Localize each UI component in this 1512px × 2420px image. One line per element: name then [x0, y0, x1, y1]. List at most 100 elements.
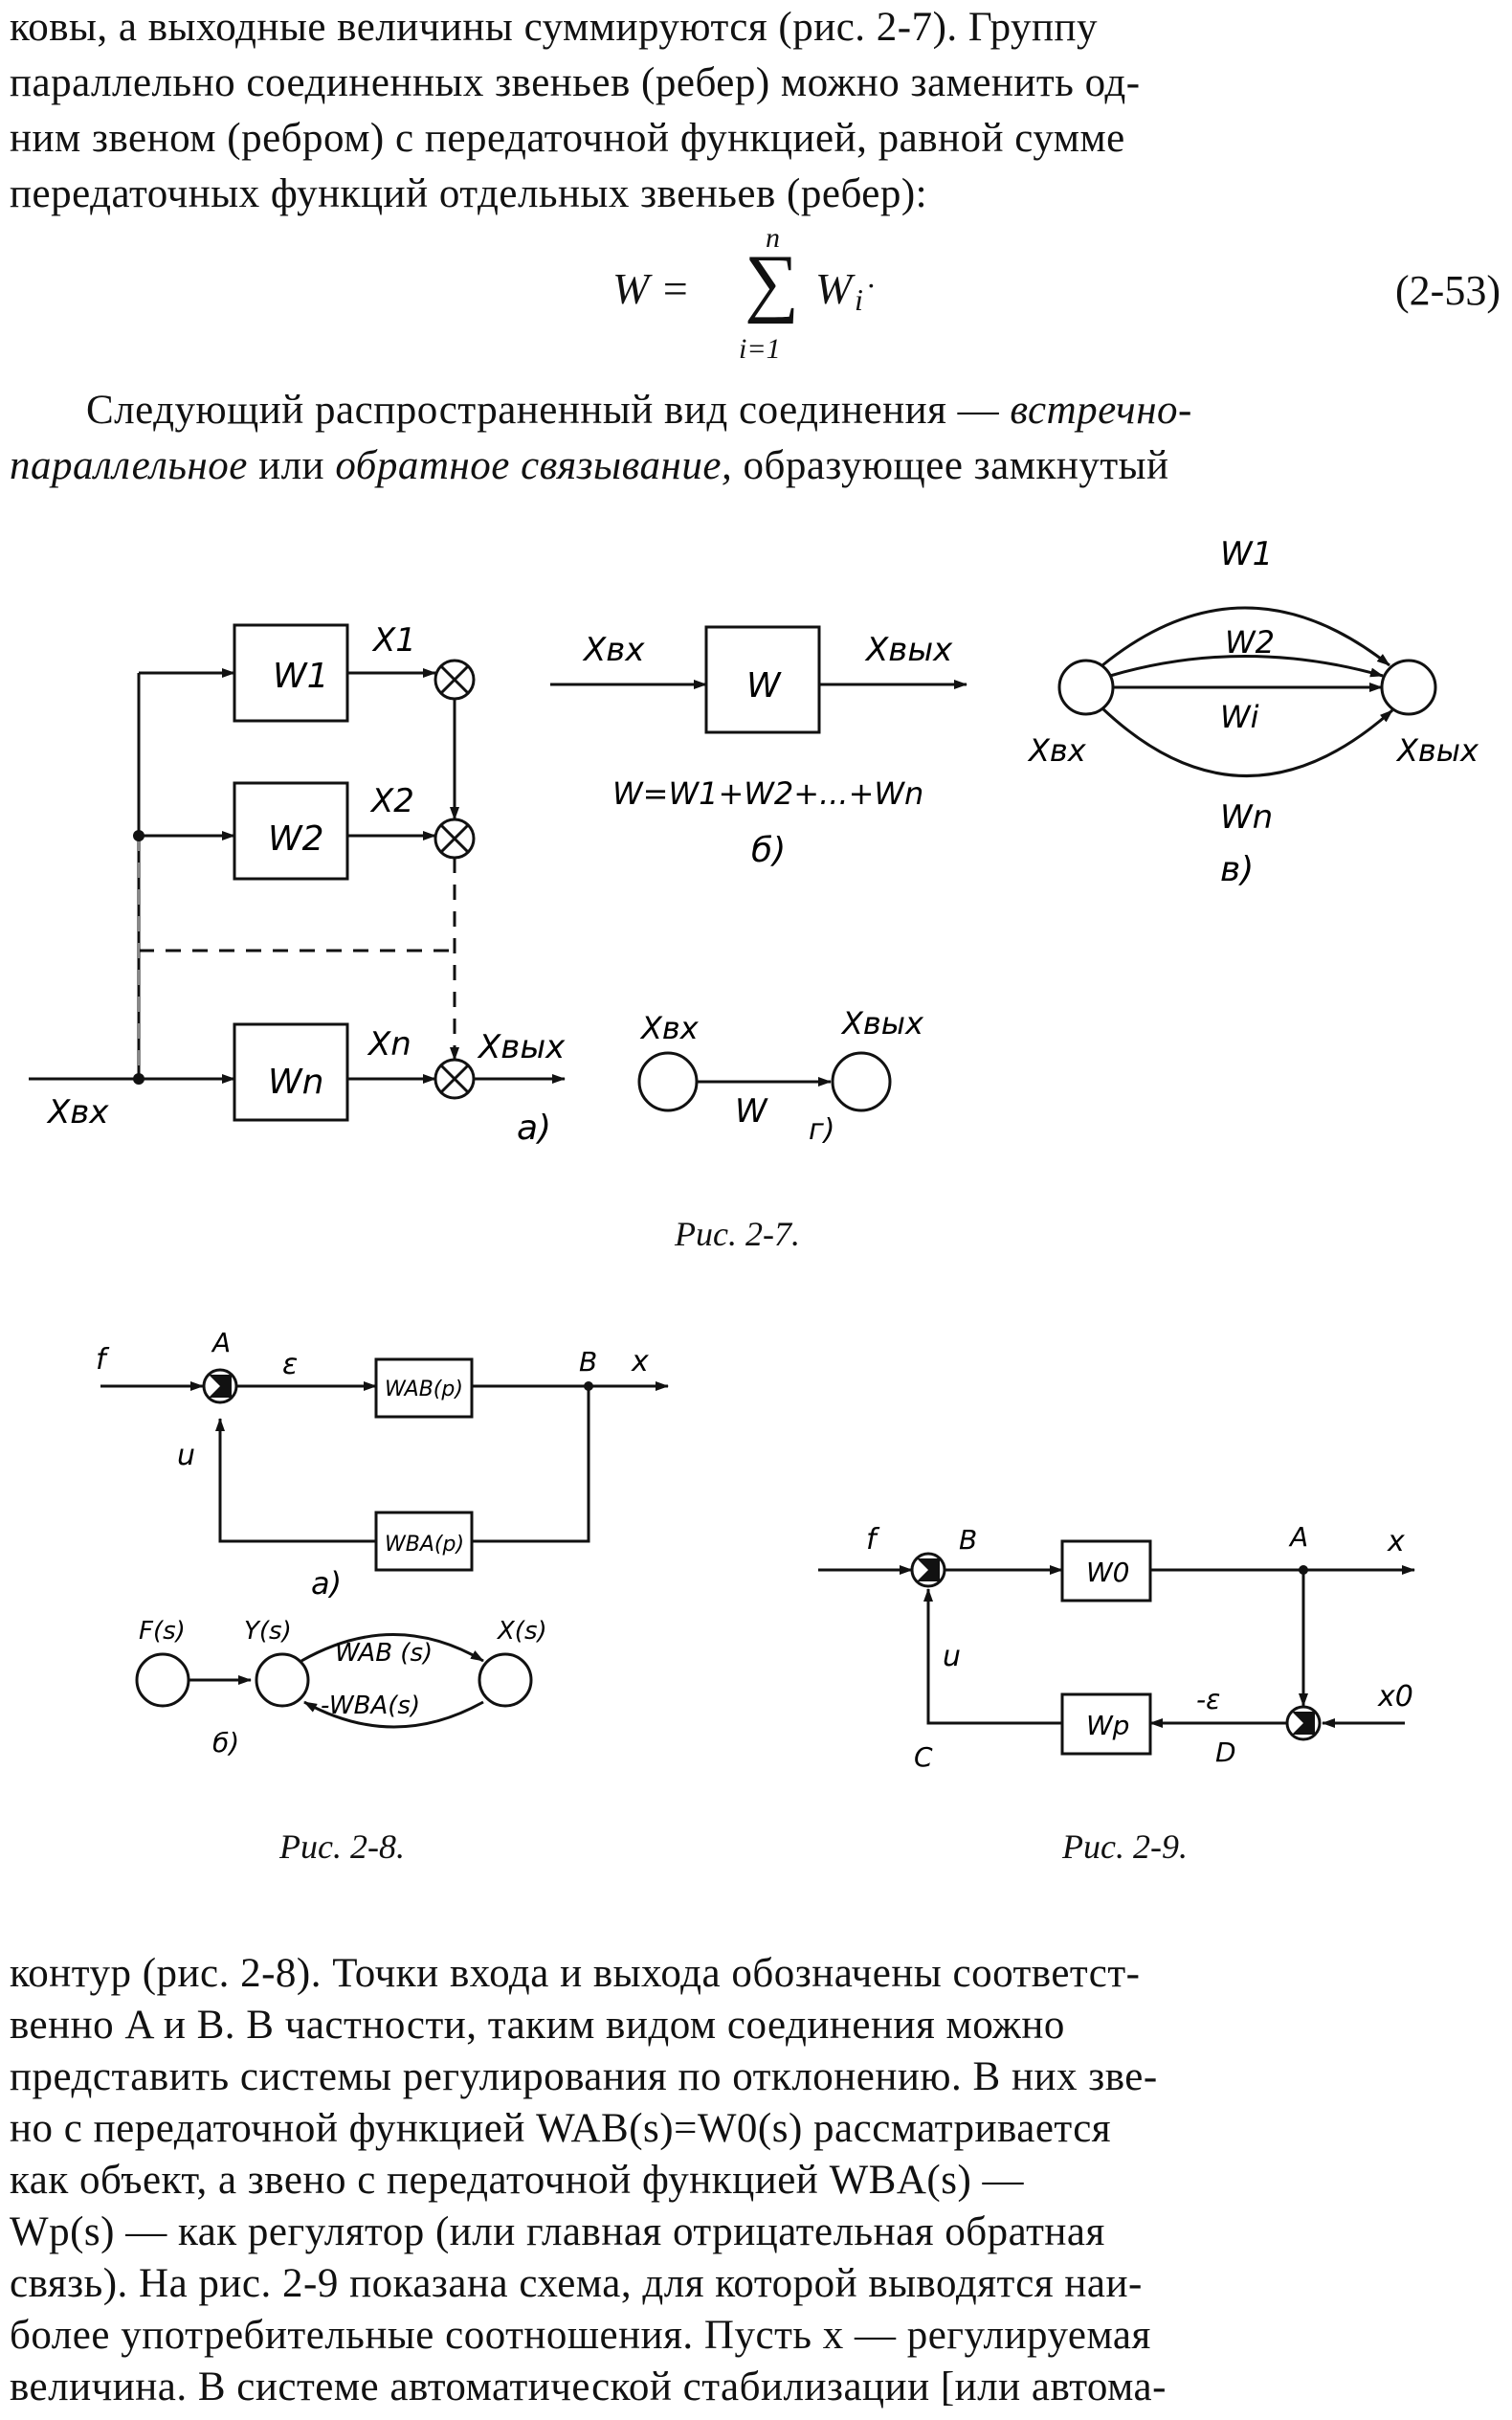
block-w: [704, 625, 821, 734]
text-line: передаточных функций отдельных звеньев (…: [10, 171, 928, 216]
node-circle: [831, 1051, 892, 1112]
label-wi: Wi: [1220, 699, 1259, 735]
label-a: а): [517, 1109, 551, 1148]
junction-fill: [209, 1375, 232, 1398]
label-x: x: [631, 1345, 649, 1378]
label-u: u: [943, 1640, 961, 1673]
label-w0: W0: [1086, 1557, 1130, 1588]
label-x1: X1: [371, 621, 416, 660]
label-wba-s: -WBA(s): [321, 1692, 420, 1720]
label-B: B: [579, 1346, 597, 1378]
caption-fig-2-7: Рис. 2-7.: [675, 1215, 800, 1253]
formula-dot: ·: [866, 268, 877, 302]
text-line: Wp(s) — как регулятор (или главная отриц…: [10, 2209, 1105, 2254]
label-eps: -ε: [1196, 1684, 1220, 1715]
formula-sum-top: n: [766, 222, 780, 254]
label-wba: WBA(p): [385, 1533, 464, 1557]
edge-wba: [303, 1700, 484, 1729]
text-line: величина. В системе автоматической стаби…: [10, 2364, 1167, 2409]
label-xin: Xвх: [1027, 732, 1087, 769]
label-w2: W2: [1225, 624, 1275, 661]
text-line: параллельно соединенных звеньев (ребер) …: [10, 60, 1141, 105]
text-line: представить системы регулирования по отк…: [10, 2054, 1158, 2099]
term-vstrechno: встречно-: [1010, 388, 1192, 433]
label-b: б): [212, 1727, 239, 1759]
label-A: A: [1288, 1521, 1308, 1553]
node-dot: [584, 1381, 593, 1391]
label-xout: Xвых: [864, 631, 953, 669]
paragraph-mid: Следующий распространенный вид соединени…: [10, 383, 1504, 494]
paragraph-top: ковы, а выходные величины суммируются (р…: [10, 0, 1504, 222]
text-line: но с передаточной функцией WAB(s)=W0(s) …: [10, 2106, 1112, 2151]
term-obratnoe: обратное связывание,: [335, 443, 733, 488]
formula-sum-bottom: i=1: [739, 333, 781, 365]
label-x0: x0: [1377, 1680, 1413, 1714]
formula-subscript: i: [855, 282, 863, 317]
edge-wab: [300, 1633, 484, 1663]
text-line: контур (рис. 2-8). Точки входа и выхода …: [10, 1951, 1141, 1996]
label-a: а): [311, 1565, 342, 1602]
caption-fig-2-8: Рис. 2-8.: [279, 1827, 405, 1866]
node-dot: [1299, 1565, 1308, 1575]
label-w: W: [735, 1092, 768, 1131]
label-xs: X(s): [496, 1617, 547, 1646]
label-wab-s: WAB (s): [335, 1639, 433, 1668]
label-eps: ε: [282, 1348, 298, 1381]
label-w: W: [746, 666, 782, 706]
node-circle: [1380, 659, 1437, 716]
node-circle: [255, 1652, 310, 1708]
text-line: более употребительные соотношения. Пусть…: [10, 2313, 1151, 2358]
feedback-line: [472, 1386, 590, 1543]
node-circle: [1057, 659, 1115, 716]
block-w2: [233, 781, 349, 881]
label-A: A: [211, 1327, 231, 1358]
label-b: б): [751, 831, 786, 870]
text-line: ним звеном (ребром) с передаточной функц…: [10, 116, 1125, 161]
label-xout: Xвых: [477, 1028, 566, 1066]
figure-2-9: f B W0 A x u C Wp -ε D x0: [818, 1521, 1415, 1773]
text-line: связь). На рис. 2-9 показана схема, для …: [10, 2261, 1143, 2306]
edge-w1: [1101, 606, 1390, 667]
junction-fill: [917, 1558, 940, 1581]
label-xout: Xвых: [1395, 732, 1479, 769]
label-B: B: [959, 1524, 977, 1556]
text-span: или: [247, 443, 336, 488]
text-line: как объект, а звено с передаточной функц…: [10, 2158, 1025, 2203]
label-wab: WAB(p): [385, 1378, 463, 1401]
node-dot: [133, 1073, 145, 1085]
text-span: Следующий распространенный вид соединени…: [86, 388, 1011, 433]
label-ys: Y(s): [244, 1617, 292, 1646]
label-wn: Wn: [268, 1063, 323, 1102]
node-circle: [135, 1652, 190, 1708]
formula-term: W: [815, 264, 853, 313]
block-wn: [233, 1022, 349, 1122]
paragraph-bottom: контур (рис. 2-8). Точки входа и выхода …: [10, 1948, 1504, 2413]
text-span: образующее замкнутый: [732, 443, 1169, 488]
control-line: [923, 1588, 1062, 1725]
junction-cross: [439, 664, 470, 1094]
text-line: Следующий распространенный вид соединени…: [10, 383, 1504, 438]
label-D: D: [1215, 1737, 1236, 1768]
block-wab: [374, 1357, 474, 1419]
label-xout: Xвых: [840, 1005, 924, 1042]
label-x2: X2: [369, 782, 414, 820]
label-w1: W1: [1220, 535, 1273, 573]
label-C: C: [914, 1741, 933, 1773]
label-x: x: [1387, 1525, 1405, 1558]
label-u: u: [177, 1439, 195, 1472]
edge-w2: [1109, 655, 1384, 678]
label-xin: Xвх: [639, 1010, 700, 1046]
label-f: f: [96, 1343, 110, 1377]
term-parallelnoe: параллельное: [10, 443, 248, 488]
figure-2-7: W1 W2 Wn X1 X2 Xn Xвх Xвых а) Xвх W Xвых…: [29, 535, 1479, 1148]
feedback-return: [215, 1418, 376, 1543]
label-xn: Xn: [367, 1025, 411, 1064]
text-line: ковы, а выходные величины суммируются (р…: [10, 5, 1099, 50]
label-g: г): [809, 1113, 834, 1147]
edge-wn: [1101, 706, 1393, 777]
node-circle: [478, 1652, 533, 1708]
text-line: венно A и B. В частности, таким видом со…: [10, 2003, 1065, 2048]
node-dot: [133, 830, 145, 841]
label-wn: Wn: [1220, 798, 1273, 837]
equation-number: (2-53): [1395, 267, 1501, 314]
